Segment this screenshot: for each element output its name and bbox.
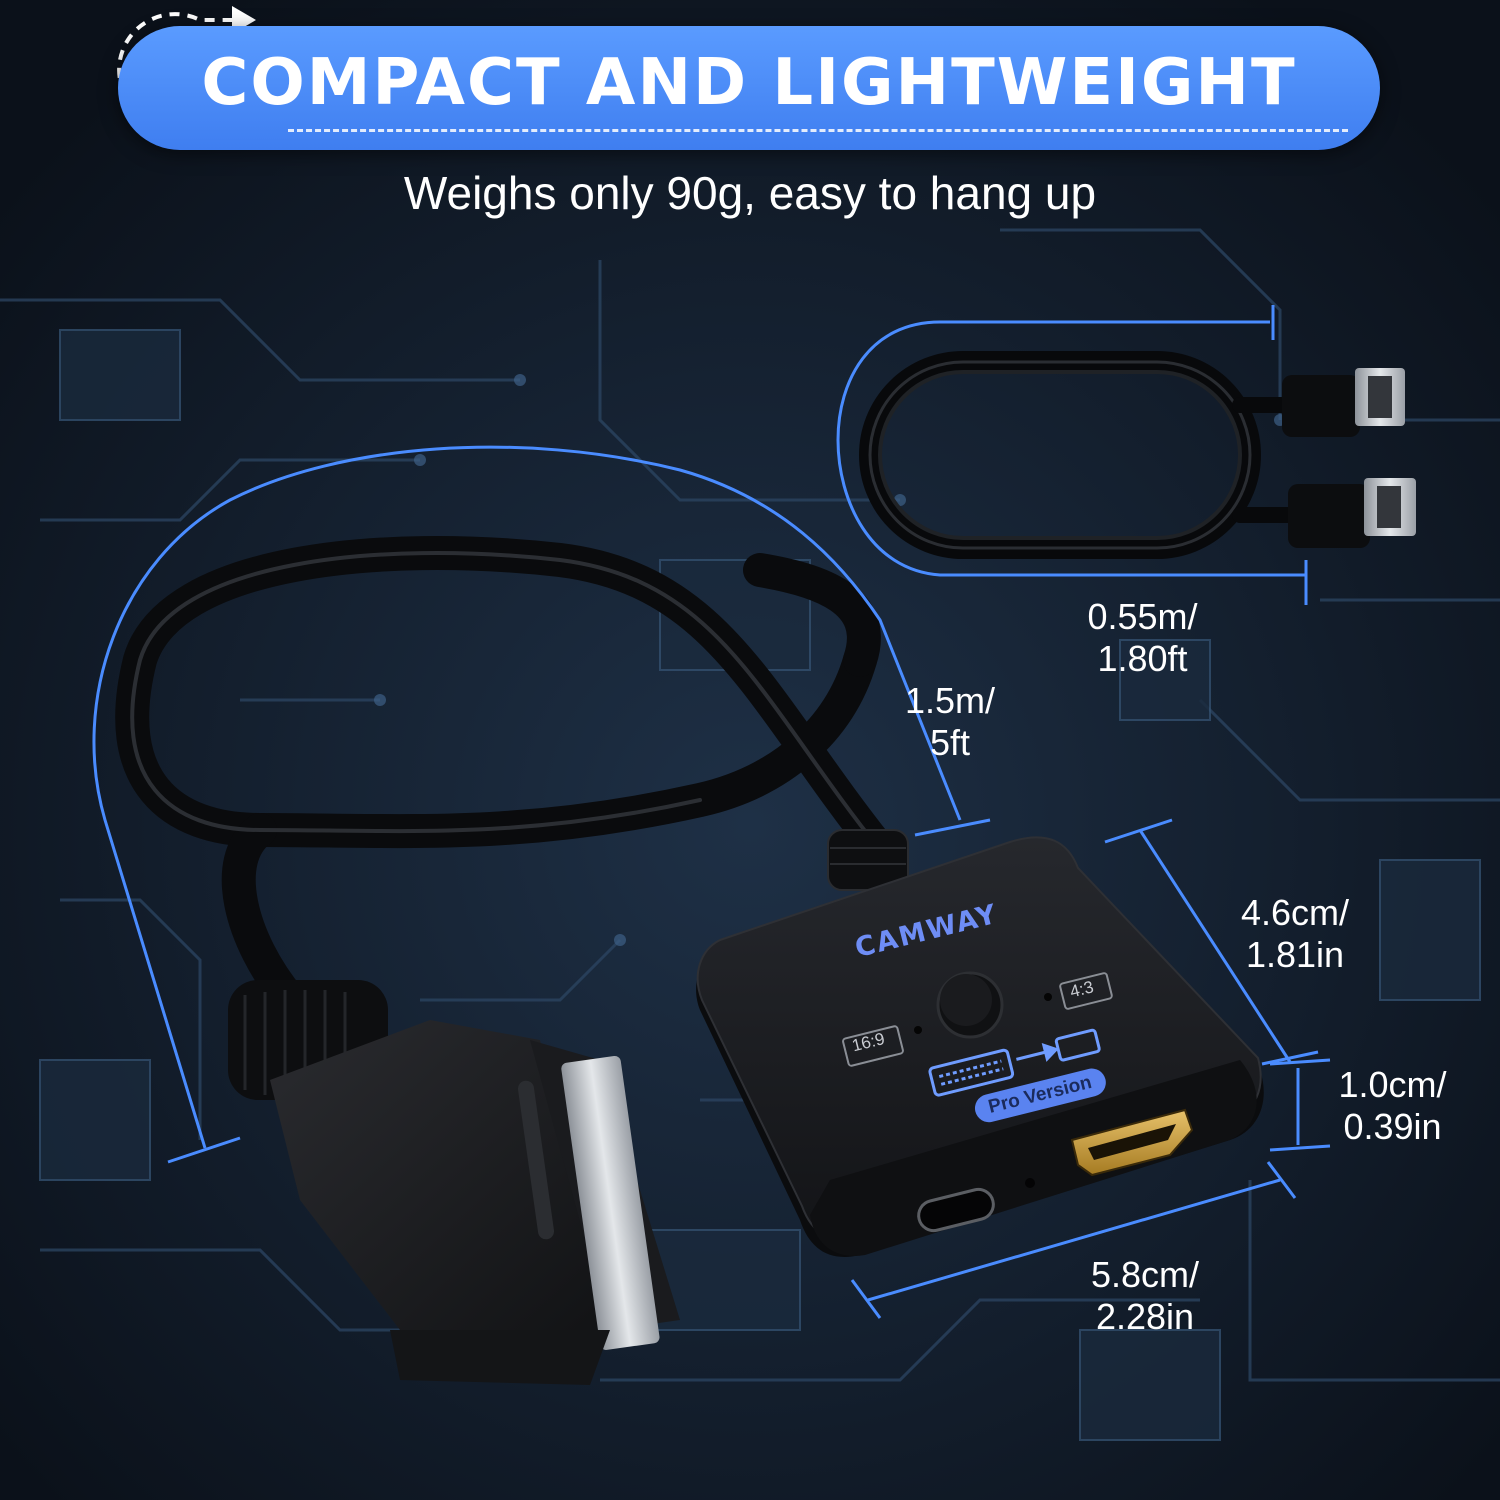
hdmi-length-metric: 0.55m/ [1087, 596, 1198, 637]
height-label: 1.0cm/ 0.39in [1320, 1064, 1465, 1148]
height-imperial: 0.39in [1343, 1106, 1442, 1147]
indicator-4-3 [1044, 993, 1052, 1001]
hdmi-length-imperial: 1.80ft [1097, 638, 1188, 679]
status-led [1025, 1178, 1035, 1188]
depth-imperial: 1.81in [1245, 934, 1345, 975]
switch-device [696, 836, 1264, 1257]
scart-length-imperial: 5ft [929, 722, 971, 763]
strain-relief [827, 829, 909, 891]
usb-c-port [917, 1187, 995, 1233]
width-imperial: 2.28in [1095, 1296, 1195, 1337]
width-label: 5.8cm/ 2.28in [1070, 1254, 1220, 1338]
hdmi-plug-top [1282, 368, 1405, 437]
hdmi-cable [859, 351, 1298, 559]
depth-metric: 4.6cm/ [1240, 892, 1350, 933]
page-title: COMPACT AND LIGHTWEIGHT [201, 46, 1297, 120]
width-metric: 5.8cm/ [1090, 1254, 1200, 1295]
scart-to-hdmi-icon [928, 1028, 1101, 1097]
scart-cable [115, 536, 897, 1017]
page-subtitle: Weighs only 90g, easy to hang up [403, 167, 1097, 219]
hdmi-cable-length-label: 0.55m/ 1.80ft [1070, 596, 1215, 680]
scart-connector [228, 980, 680, 1385]
hdmi-plug-bottom [1288, 478, 1416, 548]
height-metric: 1.0cm/ [1338, 1064, 1447, 1105]
indicator-16-9 [914, 1026, 922, 1034]
scart-length-metric: 1.5m/ [904, 680, 996, 721]
measurement-lines [92, 305, 1331, 1319]
banner-dash-line [288, 129, 1348, 132]
scart-cable-length-label: 1.5m/ 5ft [885, 680, 1015, 764]
title-banner: COMPACT AND LIGHTWEIGHT [118, 26, 1380, 150]
depth-label: 4.6cm/ 1.81in [1220, 892, 1370, 976]
